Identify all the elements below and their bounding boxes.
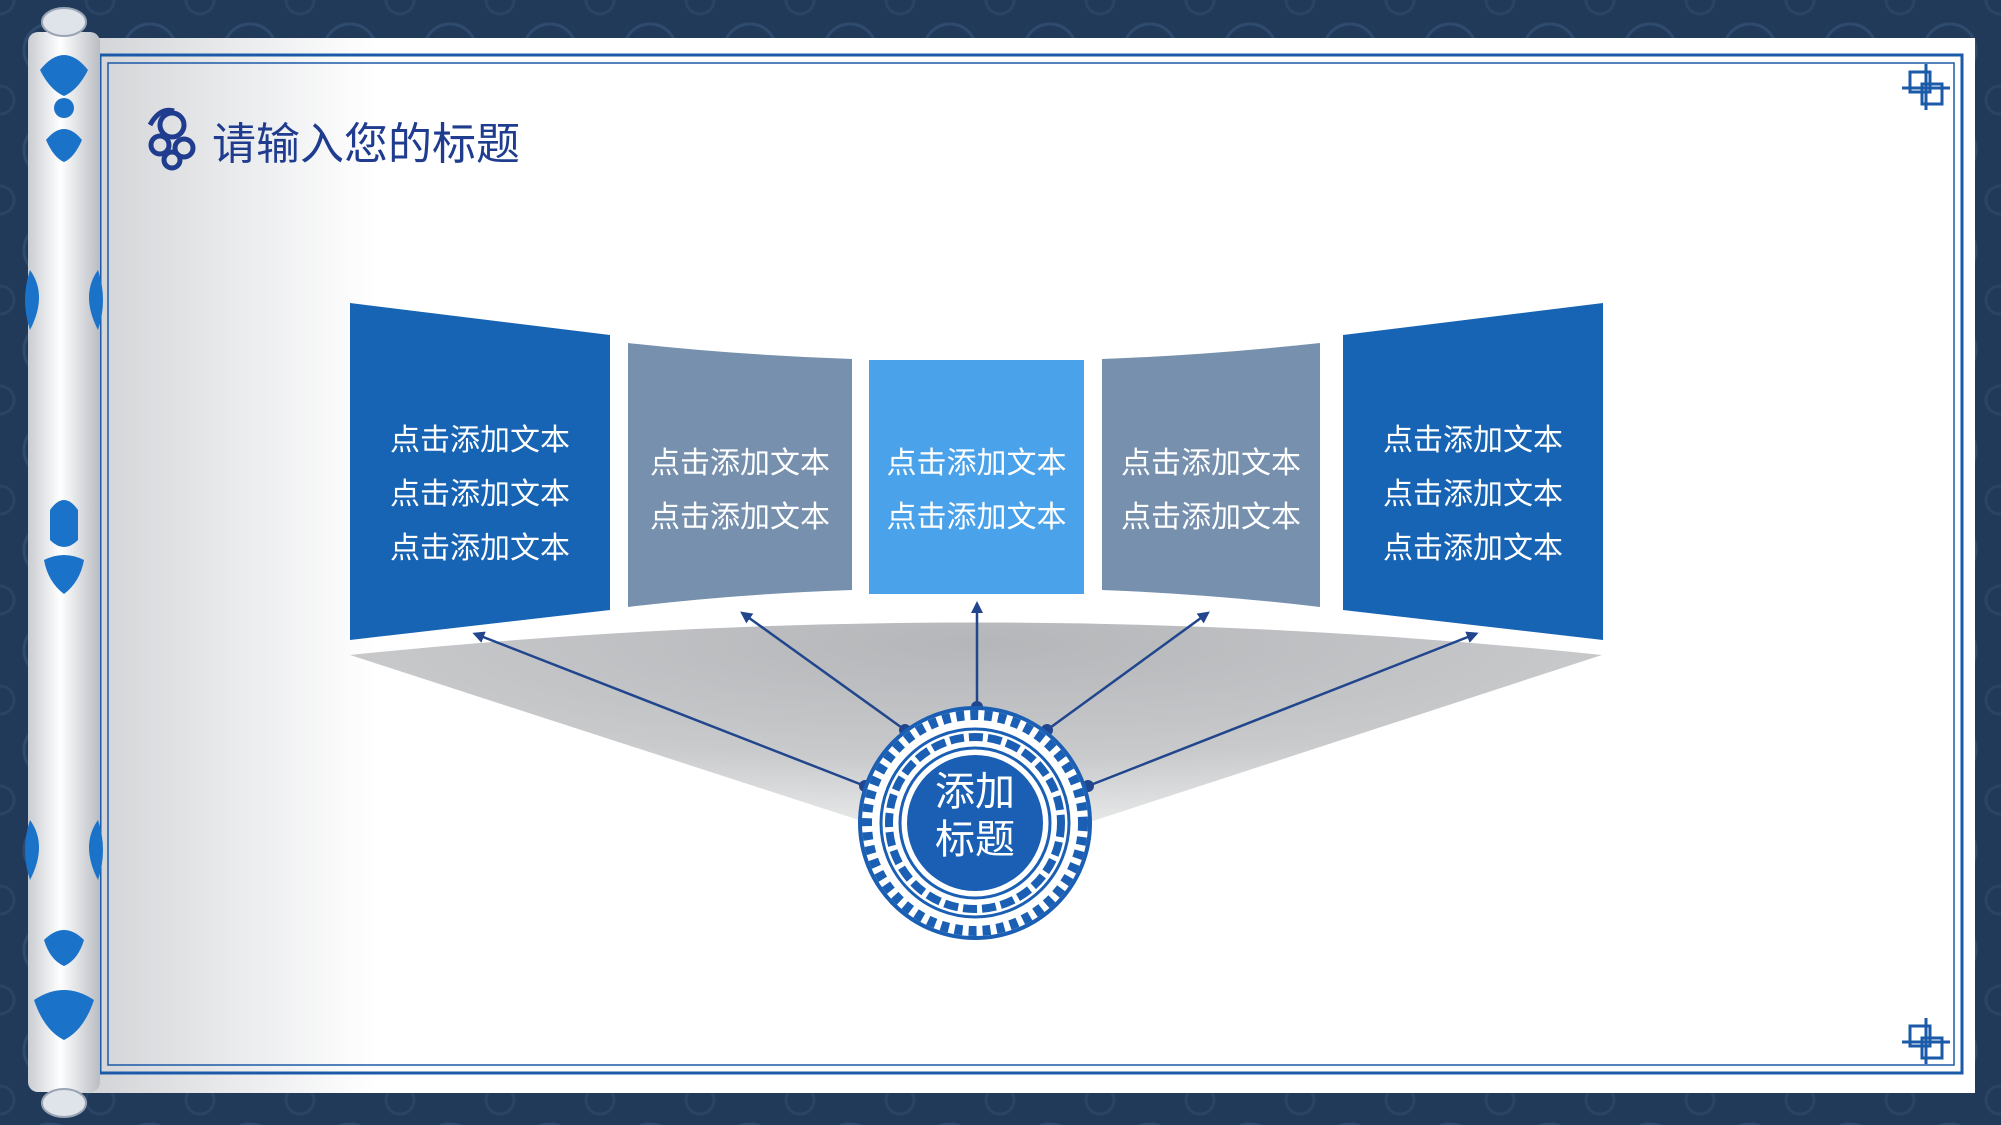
panel-shape: [1343, 303, 1603, 640]
center-title-line: 标题: [935, 817, 1015, 863]
panel-shape: [628, 343, 852, 607]
arrow-to-panel-5: [1087, 631, 1479, 788]
panel-text-line: 点击添加文本: [390, 531, 570, 566]
scroll-rod-ornament-icon: [25, 55, 103, 1040]
arrow-to-panel-4: [1046, 611, 1210, 732]
cloud-ornament-icon: [147, 107, 196, 171]
panel-text-line: 点击添加文本: [650, 500, 830, 535]
panels: [350, 303, 1603, 640]
panel-text-line: 点击添加文本: [1121, 500, 1301, 535]
panel-shape: [869, 360, 1084, 594]
slide-title[interactable]: 请输入您的标题: [212, 119, 520, 170]
panel-2-text[interactable]: 点击添加文本 点击添加文本: [628, 437, 852, 545]
corner-knot-icon: [1902, 64, 1950, 110]
panel-text-line: 点击添加文本: [650, 446, 830, 481]
panel-text-line: 点击添加文本: [1383, 477, 1563, 512]
panel-text-line: 点击添加文本: [390, 477, 570, 512]
corner-knot-icon: [1902, 1018, 1950, 1064]
arrow-to-panel-1: [472, 631, 866, 788]
panel-text-line: 点击添加文本: [886, 446, 1067, 481]
panel-text-line: 点击添加文本: [886, 500, 1067, 535]
panel-text-line: 点击添加文本: [1383, 423, 1563, 458]
scroll-rod: [25, 7, 103, 1118]
panel-5-text[interactable]: 点击添加文本 点击添加文本 点击添加文本: [1343, 414, 1603, 576]
panel-3-text[interactable]: 点击添加文本 点击添加文本: [869, 437, 1084, 545]
panel-shape: [1102, 343, 1320, 607]
panel-text-line: 点击添加文本: [1383, 531, 1563, 566]
panel-text-line: 点击添加文本: [390, 423, 570, 458]
center-title[interactable]: 添加 标题: [905, 768, 1045, 864]
panel-text-line: 点击添加文本: [1121, 446, 1301, 481]
panel-1-text[interactable]: 点击添加文本 点击添加文本 点击添加文本: [350, 414, 610, 576]
connector-arrows: [472, 601, 1479, 788]
porcelain-medallion-icon: [858, 706, 1092, 940]
panel-shape: [350, 303, 610, 640]
arrow-to-panel-2: [740, 611, 906, 732]
center-title-line: 添加: [935, 769, 1015, 815]
panel-4-text[interactable]: 点击添加文本 点击添加文本: [1102, 437, 1320, 545]
